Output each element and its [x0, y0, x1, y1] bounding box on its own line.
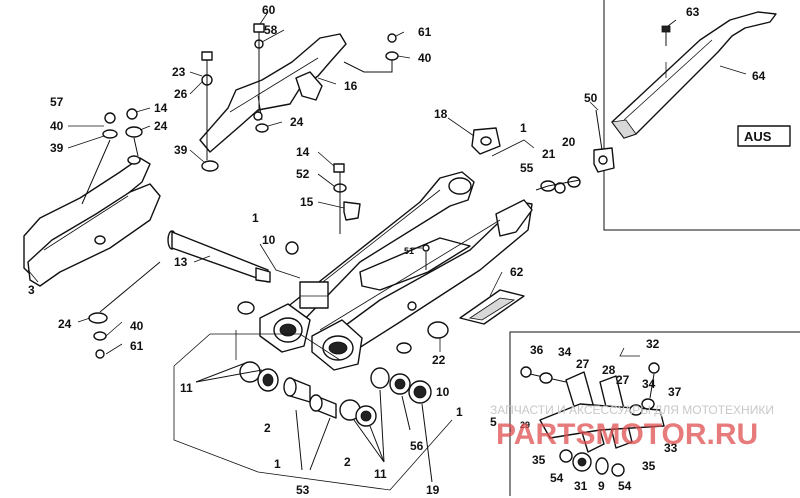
- label-35: 35: [532, 453, 546, 467]
- aus-label: AUS: [744, 129, 772, 144]
- label-11: 11: [374, 467, 387, 481]
- label-61: 61: [130, 339, 144, 353]
- label-35: 35: [642, 459, 656, 473]
- callout-labels: 60 58 61 40 23 26 16 57 14 40 24 39 39 2…: [28, 3, 766, 497]
- bolt-63: [661, 25, 671, 33]
- label-10: 10: [262, 233, 276, 247]
- label-9: 9: [598, 479, 605, 493]
- label-14: 14: [296, 145, 310, 159]
- label-51: 51: [404, 246, 414, 256]
- label-63: 63: [686, 5, 700, 19]
- label-15: 15: [300, 195, 314, 209]
- label-14: 14: [154, 101, 168, 115]
- aus-inset: AUS: [603, 0, 800, 231]
- label-40: 40: [50, 119, 64, 133]
- label-55: 55: [520, 161, 534, 175]
- label-39: 39: [50, 141, 64, 155]
- label-24: 24: [58, 317, 72, 331]
- label-16: 16: [344, 79, 358, 93]
- watermark: ЗАПЧАСТИ И АКСЕССУАРЫ ДЛЯ МОТОТЕХНИКИ PA…: [490, 403, 774, 451]
- label-1: 1: [252, 211, 259, 225]
- label-10: 10: [436, 385, 450, 399]
- label-61: 61: [418, 25, 432, 39]
- watermark-top-text: ЗАПЧАСТИ И АКСЕССУАРЫ ДЛЯ МОТОТЕХНИКИ: [490, 403, 774, 417]
- label-28: 28: [602, 363, 616, 377]
- leaders: [27, 11, 747, 355]
- label-40: 40: [418, 51, 432, 65]
- chain-guard-16: [199, 33, 347, 153]
- fasteners-chain-guard: [201, 23, 399, 172]
- label-34: 34: [558, 345, 572, 359]
- linkage-inset: [509, 331, 800, 496]
- label-50: 50: [584, 91, 598, 105]
- label-39: 39: [174, 143, 188, 157]
- label-2: 2: [264, 421, 271, 435]
- label-1: 1: [274, 457, 281, 471]
- label-57: 57: [50, 95, 64, 109]
- reflector-and-cap: [396, 289, 525, 354]
- label-1: 1: [520, 121, 527, 135]
- label-20: 20: [562, 135, 576, 149]
- center-fasteners: [285, 163, 430, 270]
- label-3: 3: [28, 283, 35, 297]
- label-37: 37: [668, 385, 682, 399]
- label-5: 5: [490, 415, 497, 429]
- label-27: 27: [576, 357, 590, 371]
- label-18: 18: [434, 107, 448, 121]
- label-26: 26: [174, 87, 188, 101]
- label-11: 11: [180, 381, 193, 395]
- label-24: 24: [154, 119, 168, 133]
- label-27: 27: [616, 373, 630, 387]
- label-19: 19: [426, 483, 440, 497]
- watermark-brand: PARTSMOTOR.RU: [496, 418, 758, 451]
- label-58: 58: [264, 23, 278, 37]
- label-60: 60: [262, 3, 276, 17]
- label-1: 1: [456, 405, 463, 419]
- label-33: 33: [664, 441, 678, 455]
- label-54: 54: [618, 479, 632, 493]
- label-36: 36: [530, 343, 544, 357]
- label-54: 54: [550, 471, 564, 485]
- label-52: 52: [296, 167, 310, 181]
- bracket-lines: [173, 139, 535, 491]
- upper-right-parts: [471, 109, 615, 194]
- label-40: 40: [130, 319, 144, 333]
- label-53: 53: [296, 483, 310, 497]
- bearings-row: [195, 361, 433, 483]
- aus-box: [737, 125, 791, 147]
- pivot-shaft-13: [167, 230, 271, 283]
- label-13: 13: [174, 255, 188, 269]
- label-64: 64: [752, 69, 766, 83]
- label-2: 2: [344, 455, 351, 469]
- label-34: 34: [642, 377, 656, 391]
- swingarm: [237, 171, 533, 371]
- label-22: 22: [432, 353, 446, 367]
- label-24: 24: [290, 115, 304, 129]
- label-21: 21: [542, 147, 556, 161]
- label-23: 23: [172, 65, 186, 79]
- label-32: 32: [646, 337, 660, 351]
- label-31: 31: [574, 479, 588, 493]
- label-29: 29: [520, 420, 530, 430]
- label-56: 56: [410, 439, 424, 453]
- label-62: 62: [510, 265, 524, 279]
- chain-slider-3: [23, 108, 161, 359]
